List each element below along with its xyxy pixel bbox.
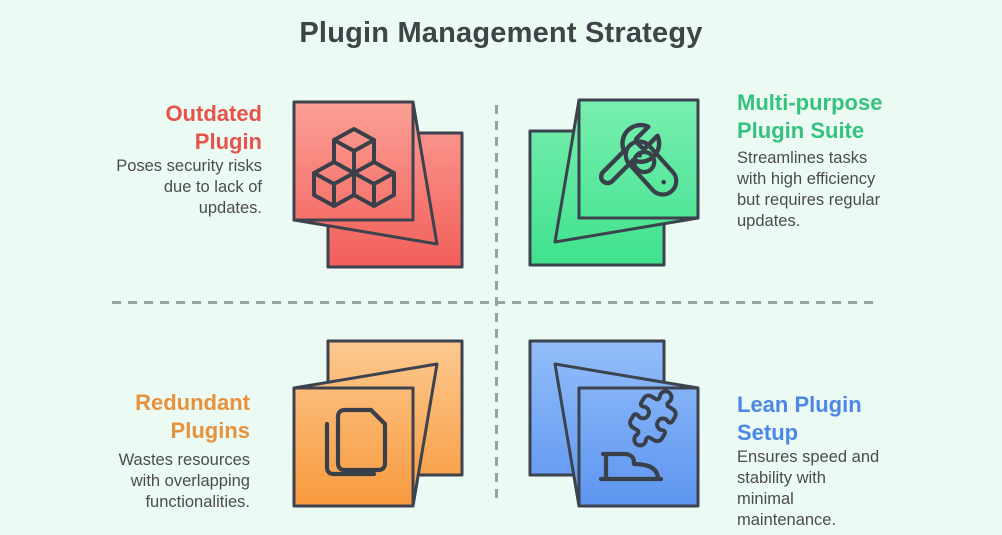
quadrant-description-outdated-plugin: Poses security risks due to lack of upda… <box>116 157 262 217</box>
quadrant-title-redundant-plugins: Redundant Plugins <box>135 390 250 443</box>
quadrant-description-redundant-plugins: Wastes resources with overlapping functi… <box>118 451 250 511</box>
cubes-3d-box-icon <box>292 100 464 269</box>
quadrant-title-outdated-plugin: Outdated Plugin <box>165 101 262 154</box>
quadrant-title-multi-purpose-plugin-suite: Multi-purpose Plugin Suite <box>737 90 883 143</box>
puzzle-piece-3d-box-icon <box>528 339 700 508</box>
red-3d-box <box>292 100 464 269</box>
wrench-tool-glyph <box>599 122 679 197</box>
page-title: Plugin Management Strategy <box>299 17 703 49</box>
stacked-cubes-glyph <box>312 127 396 208</box>
puzzle-hand-glyph <box>598 389 678 482</box>
quadrant-description-lean-plugin-setup: Ensures speed and stability with minimal… <box>737 448 880 529</box>
quadrant-description-multi-purpose-plugin-suite: Streamlines tasks with high efficiency b… <box>737 149 881 230</box>
quadrant-title-lean-plugin-setup: Lean Plugin Setup <box>737 392 862 445</box>
green-3d-box <box>528 98 700 267</box>
orange-3d-box <box>292 339 464 508</box>
horizontal-divider <box>112 301 880 304</box>
documents-glyph <box>324 407 388 477</box>
duplicate-documents-3d-box-icon <box>292 339 464 508</box>
wrench-tools-3d-box-icon <box>528 98 700 267</box>
